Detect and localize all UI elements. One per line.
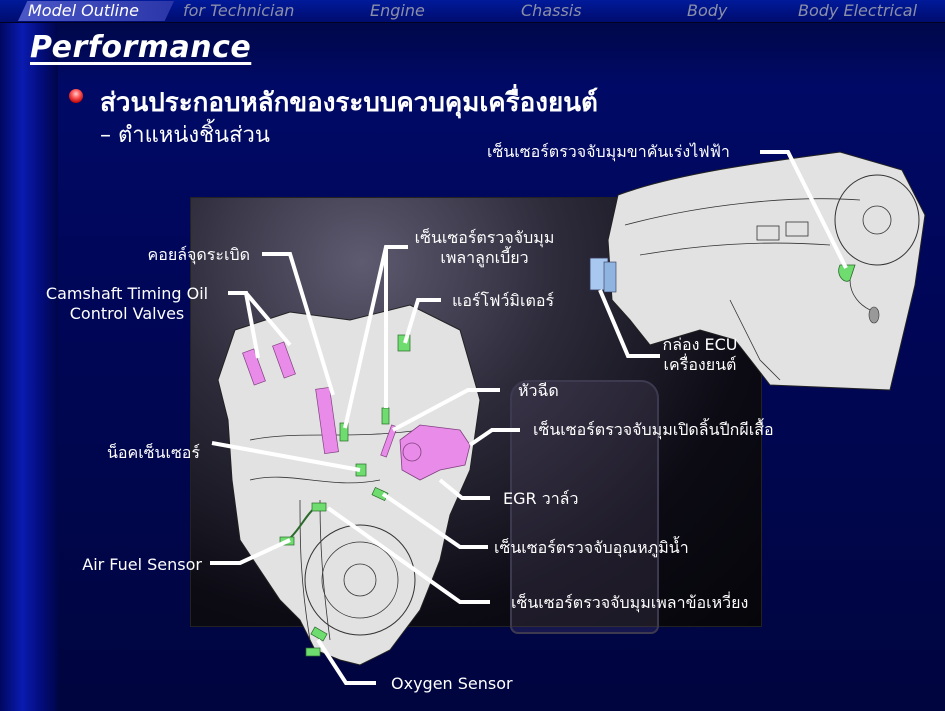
label-air-flow-meter: แอร์โฟว์มิเตอร์ <box>452 291 555 310</box>
label-camshaft-sensor-line2: เพลาลูกเบี้ยว <box>440 248 529 267</box>
label-knock-sensor: น็อคเซ็นเซอร์ <box>106 443 200 462</box>
nav-tab-model-outline[interactable]: Model Outline <box>18 1 174 21</box>
injector-part <box>380 424 398 458</box>
leader-ecu <box>598 289 660 358</box>
camshaft-sensor-part <box>339 422 349 442</box>
label-ecu-line1: กล่อง ECU <box>662 335 738 354</box>
label-egr-valve: EGR วาล์ว <box>503 489 579 508</box>
nav-tab-chassis[interactable]: Chassis <box>521 1 582 20</box>
left-accent-bar <box>0 22 58 711</box>
leader-lines <box>210 150 848 685</box>
ocv-part-2 <box>272 341 296 379</box>
leader-air-fuel <box>210 538 291 565</box>
label-camshaft-sensor-line1: เซ็นเซอร์ตรวจจับมุม <box>414 228 555 247</box>
air-fuel-sensor-part <box>311 502 327 512</box>
label-injector: หัวฉีด <box>518 381 559 400</box>
label-ignition-coil: คอยล์จุดระเบิด <box>147 245 250 264</box>
leader-oxygen <box>316 638 376 685</box>
page-title: Performance <box>30 30 252 65</box>
leader-air-flow-meter <box>403 298 441 344</box>
ignition-coil-part <box>315 386 339 455</box>
label-ecu-line2: เครื่องยนต์ <box>663 355 737 374</box>
ocv-part-1 <box>242 348 266 386</box>
leader-accel-pedal <box>760 150 848 269</box>
nav-tab-body-electrical[interactable]: Body Electrical <box>798 1 918 20</box>
nav-tab-body[interactable]: Body <box>687 1 728 20</box>
leader-crankshaft <box>326 506 490 604</box>
top-navigation: Model Outline for Technician Engine Chas… <box>0 0 945 23</box>
engine-illustration <box>217 304 481 666</box>
leader-egr <box>438 478 490 500</box>
label-accel-pedal-sensor: เซ็นเซอร์ตรวจจับมุมขาคันเร่งไฟฟ้า <box>487 142 730 161</box>
nav-tab-engine[interactable]: Engine <box>370 1 425 20</box>
section-subheading: – ตำแหน่งชิ้นส่วน <box>100 123 270 148</box>
label-crankshaft-sensor: เซ็นเซอร์ตรวจจับมุมเพลาข้อเหวี่ยง <box>511 593 749 612</box>
label-throttle-sensor: เซ็นเซอร์ตรวจจับมุมเปิดลิ้นปีกผีเสื้อ <box>533 420 774 439</box>
label-coolant-temp-sensor: เซ็นเซอร์ตรวจจับอุณหภูมิน้ำ <box>494 538 689 557</box>
car-body-frame-image <box>510 380 659 634</box>
label-ecu: กล่อง ECU เครื่องยนต์ <box>645 335 755 375</box>
label-oxygen-sensor: Oxygen Sensor <box>391 674 513 693</box>
throttle-body-part <box>399 424 471 481</box>
nav-tab-for-technician[interactable]: for Technician <box>183 1 295 20</box>
leader-injector <box>392 388 500 432</box>
leader-ignition-coil <box>262 252 335 396</box>
leader-knock <box>211 441 361 472</box>
label-camshaft-ocv-line2: Control Valves <box>69 304 185 323</box>
label-camshaft-sensor: เซ็นเซอร์ตรวจจับมุม เพลาลูกเบี้ยว <box>412 228 557 268</box>
dashboard-illustration <box>589 151 926 391</box>
leader-throttle <box>468 428 520 447</box>
section-heading: ส่วนประกอบหลักของระบบควบคุมเครื่องยนต์ <box>100 88 598 118</box>
bullet-icon <box>69 89 83 103</box>
label-camshaft-ocv-line1: Camshaft Timing Oil <box>45 284 209 303</box>
leader-ocv-2 <box>244 291 292 347</box>
leader-coolant <box>381 492 488 549</box>
label-air-fuel-sensor: Air Fuel Sensor <box>82 555 202 574</box>
label-camshaft-ocv: Camshaft Timing Oil Control Valves <box>22 284 232 324</box>
oxygen-sensor-part <box>310 626 328 642</box>
